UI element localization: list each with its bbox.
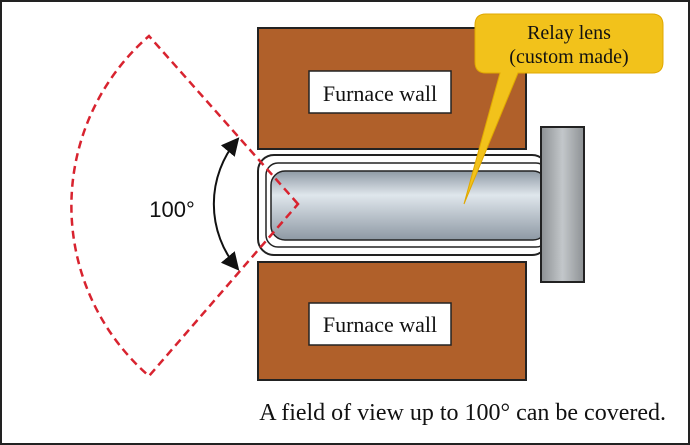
furnace-wall-top-label: Furnace wall	[323, 81, 437, 106]
angle-label: 100°	[149, 197, 195, 222]
relay-lens-callout	[463, 13, 664, 205]
furnace-wall-bottom-label-box	[308, 302, 452, 346]
furnace-wall-bottom-label: Furnace wall	[323, 312, 437, 337]
relay-lens-flange	[540, 126, 585, 283]
field-of-view-boundary	[70, 34, 300, 378]
furnace-wall-top-label-box	[308, 70, 452, 114]
relay-lens-label-line2: (custom made)	[509, 46, 628, 68]
relay-lens-body	[270, 170, 548, 241]
relay-lens-label-line1: Relay lens	[527, 22, 611, 44]
angle-arc-arrow	[212, 137, 240, 271]
caption: A field of view up to 100° can be covere…	[259, 400, 666, 426]
